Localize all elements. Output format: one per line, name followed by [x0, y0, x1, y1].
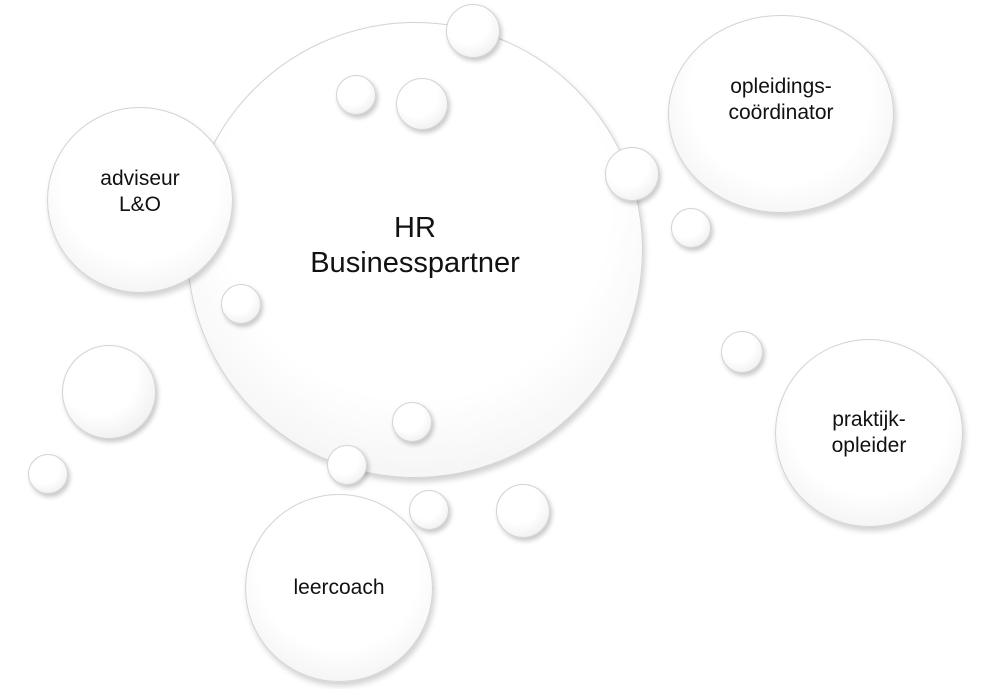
small-bubble: [62, 345, 156, 439]
small-bubble: [392, 402, 432, 442]
bubble-praktijkopleider-label: praktijk- opleider: [831, 407, 907, 457]
small-bubble: [446, 4, 500, 58]
bubble-praktijkopleider: praktijk- opleider: [775, 339, 963, 527]
central-bubble-label: HR Businesspartner: [310, 212, 520, 279]
small-bubble: [336, 75, 376, 115]
small-bubble: [721, 331, 763, 373]
bubble-adviseur-label: adviseur L&O: [100, 166, 180, 216]
small-bubble: [28, 454, 68, 494]
small-bubble: [605, 147, 659, 201]
small-bubble: [396, 78, 448, 130]
small-bubble: [496, 484, 550, 538]
bubble-opleidingscoordinator: opleidings- coördinator: [668, 15, 894, 213]
bubble-adviseur: adviseur L&O: [47, 107, 233, 293]
bubble-opleidingscoordinator-label: opleidings- coördinator: [728, 74, 834, 124]
small-bubble: [671, 208, 711, 248]
bubble-leercoach: leercoach: [245, 494, 433, 682]
small-bubble: [409, 490, 449, 530]
small-bubble: [221, 284, 261, 324]
small-bubble: [327, 445, 367, 485]
bubble-leercoach-label: leercoach: [293, 575, 385, 599]
